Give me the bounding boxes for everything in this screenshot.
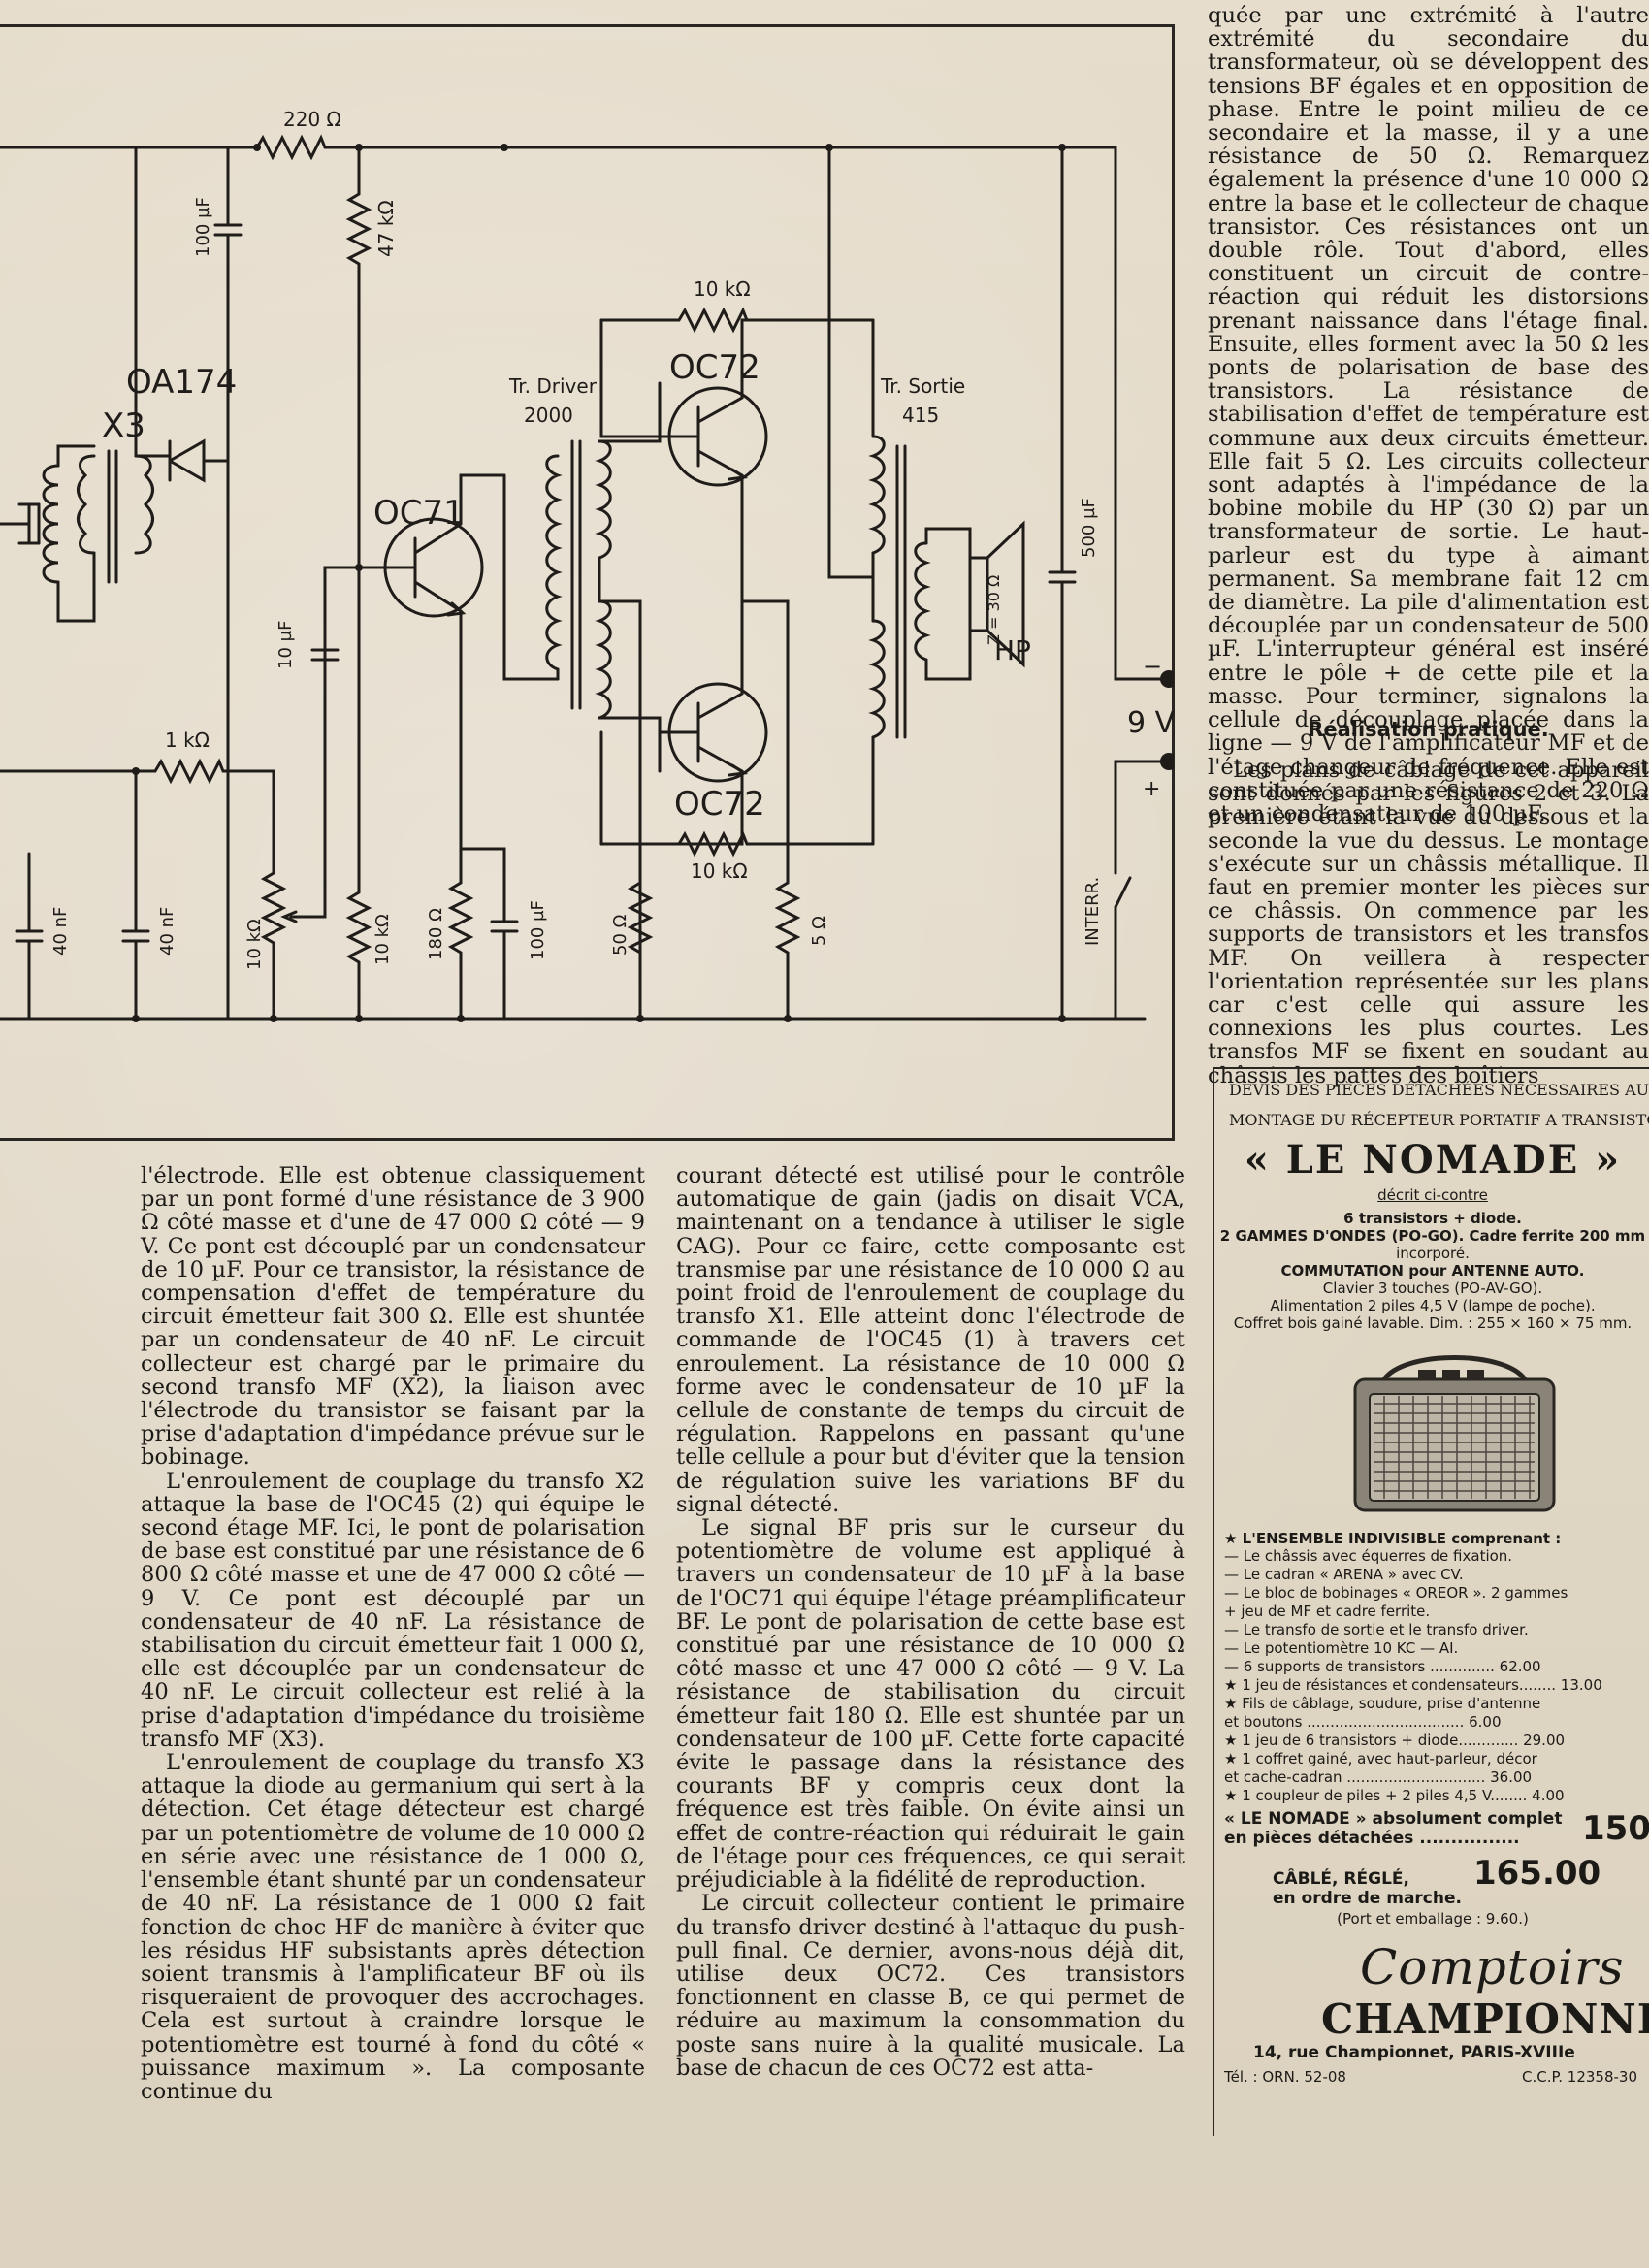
ad-cable-2: en ordre de marche. [1273,1889,1462,1908]
paragraph: L'enroulement de couplage du transfo X2 … [141,1468,645,1752]
label-r180: 180 Ω [426,908,446,960]
list-item: — Le bloc de bobinages « OREOR ». 2 gamm… [1224,1584,1568,1602]
paragraph: Le circuit collecteur contient le primai… [676,1891,1185,2081]
list-item: + jeu de MF et cadre ferrite. [1224,1603,1431,1620]
label-9v: 9 V [1127,706,1174,740]
label-impedance: Z = 30 Ω [985,575,1003,645]
label-r1k: 1 kΩ [165,729,210,752]
ad-header-2: MONTAGE DU RÉCEPTEUR PORTATIF A TRANSIST… [1229,1111,1649,1129]
ad-logo-script: Comptoirs [1360,1939,1625,1995]
resistor-220 [255,134,327,161]
label-tr-sortie: Tr. Sortie [880,374,965,398]
ad-company-name: CHAMPIONNET [1321,1995,1649,2043]
label-pot: 10 kΩ [244,919,265,970]
label-minus: − [1143,653,1162,680]
ad-line-6: Alimentation 2 piles 4,5 V (lampe de poc… [1270,1297,1596,1314]
list-item: et boutons .............................… [1224,1713,1502,1731]
ad-line-4: COMMUTATION pour ANTENNE AUTO. [1280,1262,1585,1280]
label-diode: OA174 [126,363,237,402]
paragraph: Le signal BF pris sur le curseur du pote… [676,1515,1185,1894]
ad-telephone: Tél. : ORN. 52-08 [1224,2068,1346,2086]
label-c500: 500 µF [1079,498,1099,558]
schematic-frame [0,24,1175,1141]
paragraph: quée par une extrémité à l'autre extrémi… [1208,3,1649,826]
label-r10k-bot: 10 kΩ [691,859,748,883]
ad-header-1: DEVIS DES PIÈCES DÉTACHÉES NÉCESSAIRES A… [1229,1081,1649,1099]
ad-address: 14, rue Championnet, PARIS-XVIIIe [1253,2043,1575,2062]
list-item: ★ 1 jeu de 6 transistors + diode........… [1224,1732,1566,1749]
ad-line-2: 2 GAMMES D'ONDES (PO-GO). Cadre ferrite … [1219,1227,1646,1245]
ad-decrit: décrit ci-contre [1377,1186,1488,1204]
label-c10: 10 µF [275,621,296,669]
paragraph: l'électrode. Elle est obtenue classiquem… [141,1163,645,1471]
label-hp: HP [994,634,1031,666]
label-r10k: 10 kΩ [372,914,393,965]
ad-complet-price: 150 [1582,1809,1649,1848]
ad-complet-2: en pièces détachées ................ [1224,1829,1520,1848]
label-plus: + [1143,777,1160,801]
label-c100: 100 µF [193,197,213,257]
label-oc72-top: OC72 [669,348,760,387]
article-column-a: l'électrode. Elle est obtenue classiquem… [141,1164,645,2103]
ad-port: (Port et emballage : 9.60.) [1337,1910,1529,1928]
list-item: — Le potentiomètre 10 KC — AI. [1224,1639,1459,1657]
ad-line-5: Clavier 3 touches (PO-AV-GO). [1322,1280,1543,1297]
label-tr-driver: Tr. Driver [508,374,598,398]
ad-line-1: 6 transistors + diode. [1343,1210,1522,1227]
list-item: ★ 1 jeu de résistances et condensateurs.… [1224,1676,1602,1694]
ad-line-7: Coffret bois gainé lavable. Dim. : 255 ×… [1233,1314,1633,1332]
ad-cable-price: 165.00 [1472,1854,1601,1893]
section-heading: Réalisation pratique. [1308,718,1549,741]
list-item: et cache-cadran ........................… [1224,1768,1533,1786]
label-r220: 220 Ω [283,108,341,131]
list-item: — Le châssis avec équerres de fixation. [1224,1547,1513,1565]
ad-ccp: C.C.P. 12358-30 [1522,2068,1637,2086]
radio-illustration [1353,1355,1556,1512]
label-r10k-top: 10 kΩ [694,277,751,301]
label-r47k: 47 kΩ [374,200,398,257]
ad-cable-line: CÂBLÉ, RÉGLÉ, en ordre de marche. 165.00 [1273,1854,1649,1908]
label-tr-driver-val: 2000 [524,404,573,427]
list-item: ★ 1 coupleur de piles + 2 piles 4,5 V...… [1224,1787,1565,1804]
article-column-b: courant détecté est utilisé pour le cont… [676,1164,1185,2080]
paragraph: L'enroulement de couplage du transfo X3 … [141,1750,645,2104]
ad-contact-line: Tél. : ORN. 52-08 C.C.P. 12358-30 [1214,2062,1649,2086]
ad-item-list: — Le châssis avec équerres de fixation. … [1214,1547,1649,1805]
schematic-diagram: 220 Ω 100 µF 47 kΩ OA174 X3 OC71 10 µF 1… [0,108,1174,1022]
ad-complet-1: « LE NOMADE » absolument complet [1224,1809,1563,1829]
label-r5: 5 Ω [809,916,829,946]
list-item: ★ Fils de câblage, soudure, prise d'ante… [1224,1695,1541,1712]
list-item: ★ 1 coffret gainé, avec haut-parleur, dé… [1224,1750,1537,1767]
article-right-column: quée par une extrémité à l'autre extrémi… [1208,4,1649,826]
ad-ensemble: ★ L'ENSEMBLE INDIVISIBLE comprenant : [1224,1530,1562,1547]
paragraph: courant détecté est utilisé pour le cont… [676,1163,1185,1517]
list-item: — Le cadran « ARENA » avec CV. [1224,1566,1464,1583]
label-c40b: 40 nF [157,907,178,956]
label-oc72-bot: OC72 [674,785,765,824]
paragraph: Les plans de câblage de cet appareil son… [1208,758,1649,1088]
label-tr-sortie-val: 415 [902,404,939,427]
ad-cable-1: CÂBLÉ, RÉGLÉ, [1273,1869,1409,1889]
label-c40a: 40 nF [50,907,71,956]
label-oc71: OC71 [373,494,465,533]
list-item: — Le transfo de sortie et le transfo dri… [1224,1621,1529,1638]
list-item: — 6 supports de transistors ............… [1224,1658,1541,1675]
advertisement-box: DEVIS DES PIÈCES DÉTACHÉES NÉCESSAIRES A… [1212,1067,1649,2136]
article-right-column-2: Les plans de câblage de cet appareil son… [1208,759,1649,1087]
ad-product-name: « LE NOMADE » [1244,1137,1622,1183]
label-interr: INTERR. [1083,877,1103,946]
label-r50: 50 Ω [610,914,630,956]
label-c100b: 100 µF [528,900,548,960]
label-x3: X3 [102,406,146,445]
ad-line-3: incorporé. [1396,1245,1470,1262]
